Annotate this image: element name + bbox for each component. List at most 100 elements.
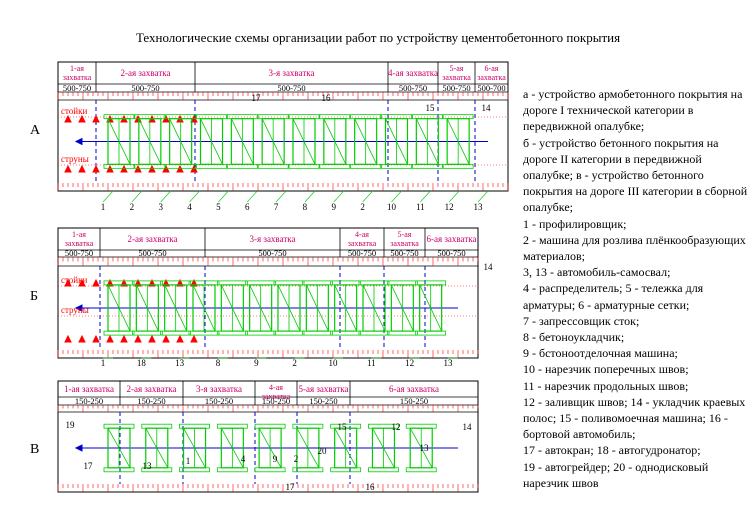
zone-name: 5-ая <box>450 64 464 73</box>
machine <box>103 423 135 473</box>
machine-track <box>319 114 351 120</box>
stand-marker <box>190 164 198 173</box>
machine-track <box>330 467 362 473</box>
machine-track <box>411 114 443 120</box>
machine-track <box>411 163 443 169</box>
leader-line <box>477 190 489 203</box>
machine <box>330 280 362 336</box>
machine <box>179 423 210 473</box>
machine <box>288 114 320 169</box>
machine-track <box>216 423 248 429</box>
machine-track <box>196 114 227 120</box>
machine-track <box>442 163 474 169</box>
machine-track <box>254 467 286 473</box>
machine-track <box>216 467 248 473</box>
zone-name: захватка <box>477 73 506 82</box>
machine-track <box>350 163 382 169</box>
machine-track <box>103 330 135 336</box>
zone-length: 500-700 <box>477 83 505 93</box>
machine-track <box>103 114 135 120</box>
side-label-stands: стойки <box>61 106 87 116</box>
machine <box>411 114 443 169</box>
machine-track <box>330 423 362 429</box>
machine-number: 16 <box>366 482 376 492</box>
zone-name: захватка <box>63 73 92 82</box>
stand-marker <box>78 334 86 343</box>
machine-track <box>386 280 418 286</box>
zone-length: 500-750 <box>277 83 305 93</box>
legend-item: б - устройство бетонного покрытия на дор… <box>523 135 748 215</box>
machine-track <box>103 280 135 286</box>
zone-name: 3-я захватка <box>269 68 315 78</box>
zone-length: 500-750 <box>65 248 93 258</box>
stand-marker <box>176 164 184 173</box>
machine-number: 2 <box>360 202 365 212</box>
stand-marker <box>78 164 86 173</box>
zone-length: 150-250 <box>137 396 165 406</box>
zone-length: 500-750 <box>442 83 470 93</box>
machine-track <box>245 330 277 336</box>
zone-name: 6-ая <box>485 64 499 73</box>
direction-arrow <box>74 444 98 452</box>
machine-number: 20 <box>318 446 328 456</box>
machine-number: 14 <box>484 262 494 272</box>
zone-name: захватка <box>262 392 291 401</box>
machine-number: 2 <box>130 202 135 212</box>
machine <box>245 280 277 336</box>
leader-line <box>420 190 431 203</box>
machine-number: 12 <box>392 422 401 432</box>
machine <box>141 423 173 473</box>
machine-number: 3 <box>158 202 163 212</box>
machine-track <box>131 330 163 336</box>
machine-number: 15 <box>338 422 348 432</box>
machine-track <box>188 330 220 336</box>
leader-line <box>160 190 171 203</box>
machine-track <box>226 114 258 120</box>
machine-number: 18 <box>137 358 147 368</box>
machine-number: 15 <box>426 103 436 113</box>
machine-number: 17 <box>252 93 262 103</box>
machine <box>134 114 166 169</box>
zone-name: 1-ая <box>72 230 86 239</box>
machine-number: 6 <box>245 202 250 212</box>
machine-track <box>196 163 227 169</box>
machine-track <box>330 280 362 286</box>
machine-number: 1 <box>101 358 106 368</box>
zone-name: 2-ая захватка <box>121 68 171 78</box>
leader-line <box>131 190 143 203</box>
machine-number: 8 <box>303 202 308 212</box>
machine-number: 2 <box>292 358 297 368</box>
machine <box>254 423 286 473</box>
machine-track <box>245 280 277 286</box>
page-title: Технологические схемы организации работ … <box>135 30 621 45</box>
zone-length: 500-750 <box>63 83 91 93</box>
stand-marker <box>64 114 72 123</box>
zone-name: 5-ая захватка <box>299 384 349 394</box>
machine-track <box>141 423 173 429</box>
side-label-stands: стойки <box>61 275 87 285</box>
stand-marker <box>106 164 114 173</box>
stand-marker <box>176 334 184 343</box>
machine-track <box>381 163 412 169</box>
machine-number: 10 <box>387 202 397 212</box>
stand-marker <box>92 278 100 287</box>
machine-track <box>381 114 412 120</box>
machine-track <box>301 280 333 286</box>
machine-track <box>405 423 437 429</box>
machine-track <box>288 163 320 169</box>
zone-name: 3-я захватка <box>196 384 242 394</box>
machine-track <box>160 280 192 286</box>
machine-track <box>301 330 333 336</box>
leader-line <box>189 190 200 203</box>
leader-line <box>391 190 402 203</box>
side-label-strings: струны <box>61 305 89 315</box>
legend: а - устройство армобетонного покрытия на… <box>523 86 753 491</box>
machine-track <box>188 280 220 286</box>
stand-marker <box>134 164 142 173</box>
direction-arrow <box>74 304 98 312</box>
machine <box>257 114 289 169</box>
machine-track <box>288 114 320 120</box>
stand-marker <box>92 114 100 123</box>
machine-track <box>415 280 447 286</box>
zone-length: 500-750 <box>390 248 418 258</box>
